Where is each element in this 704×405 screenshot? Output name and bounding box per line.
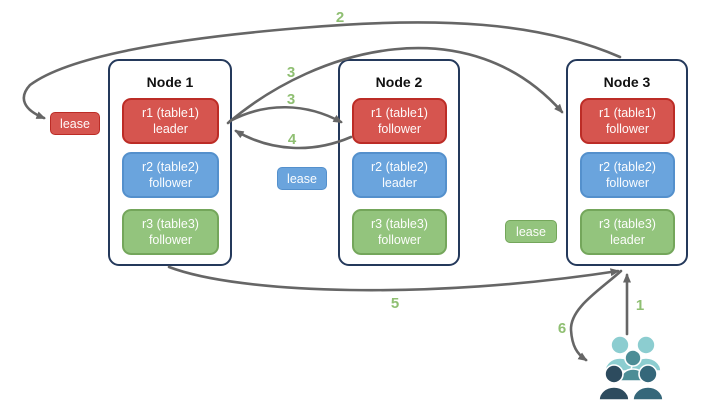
replica-role: leader <box>382 176 417 190</box>
step-label-1: 1 <box>635 297 645 314</box>
lease-badge-table2: lease <box>277 167 327 190</box>
replica-name: r2 (table2) <box>142 159 199 174</box>
replica-role: follower <box>377 122 422 136</box>
arrow-step-3-replicate-to-node2 <box>228 105 343 124</box>
node-1-box: Node 1 r1 (table1) leader r2 (table2) fo… <box>108 59 232 266</box>
lease-badge-table1: lease <box>50 112 100 135</box>
replica-name: r2 (table2) <box>371 159 428 174</box>
node1-replica-r3: r3 (table3) follower <box>122 209 219 255</box>
replica-role: follower <box>377 233 422 247</box>
node3-replica-r3: r3 (table3) leader <box>580 209 675 255</box>
node1-replica-r1: r1 (table1) leader <box>122 98 219 144</box>
node1-replica-r2: r2 (table2) follower <box>122 152 219 198</box>
step-label-2: 2 <box>335 9 345 26</box>
arrow-step-5-respond-to-gateway <box>167 265 620 292</box>
step-label-3b: 3 <box>286 91 296 108</box>
node2-replica-r1: r1 (table1) follower <box>352 98 447 144</box>
node3-replica-r1: r1 (table1) follower <box>580 98 675 144</box>
replica-role: leader <box>153 122 188 136</box>
replica-name: r1 (table1) <box>371 105 428 120</box>
node3-replica-r2: r2 (table2) follower <box>580 152 675 198</box>
replica-name: r3 (table3) <box>599 216 656 231</box>
step-label-5: 5 <box>390 295 400 312</box>
node-2-title: Node 2 <box>375 74 423 90</box>
replica-role: follower <box>605 122 650 136</box>
node-1-title: Node 1 <box>146 74 194 90</box>
step-label-4: 4 <box>287 131 297 148</box>
step-label-6: 6 <box>557 320 567 337</box>
lease-badge-table3: lease <box>505 220 557 243</box>
replica-name: r1 (table1) <box>599 105 656 120</box>
replica-role: leader <box>610 233 645 247</box>
node-2-box: Node 2 r1 (table1) follower r2 (table2) … <box>338 59 460 266</box>
node2-replica-r2: r2 (table2) leader <box>352 152 447 198</box>
replica-role: follower <box>605 176 650 190</box>
replica-name: r3 (table3) <box>142 216 199 231</box>
replica-name: r3 (table3) <box>371 216 428 231</box>
node-3-title: Node 3 <box>603 74 651 90</box>
replica-name: r1 (table1) <box>142 105 199 120</box>
arrow-step-6-respond-to-user <box>569 269 623 362</box>
node-3-box: Node 3 r1 (table1) follower r2 (table2) … <box>566 59 688 266</box>
node2-replica-r3: r3 (table3) follower <box>352 209 447 255</box>
replica-name: r2 (table2) <box>599 159 656 174</box>
step-label-3a: 3 <box>286 64 296 81</box>
replica-role: follower <box>148 233 193 247</box>
replica-role: follower <box>148 176 193 190</box>
users-group-icon <box>599 335 663 400</box>
